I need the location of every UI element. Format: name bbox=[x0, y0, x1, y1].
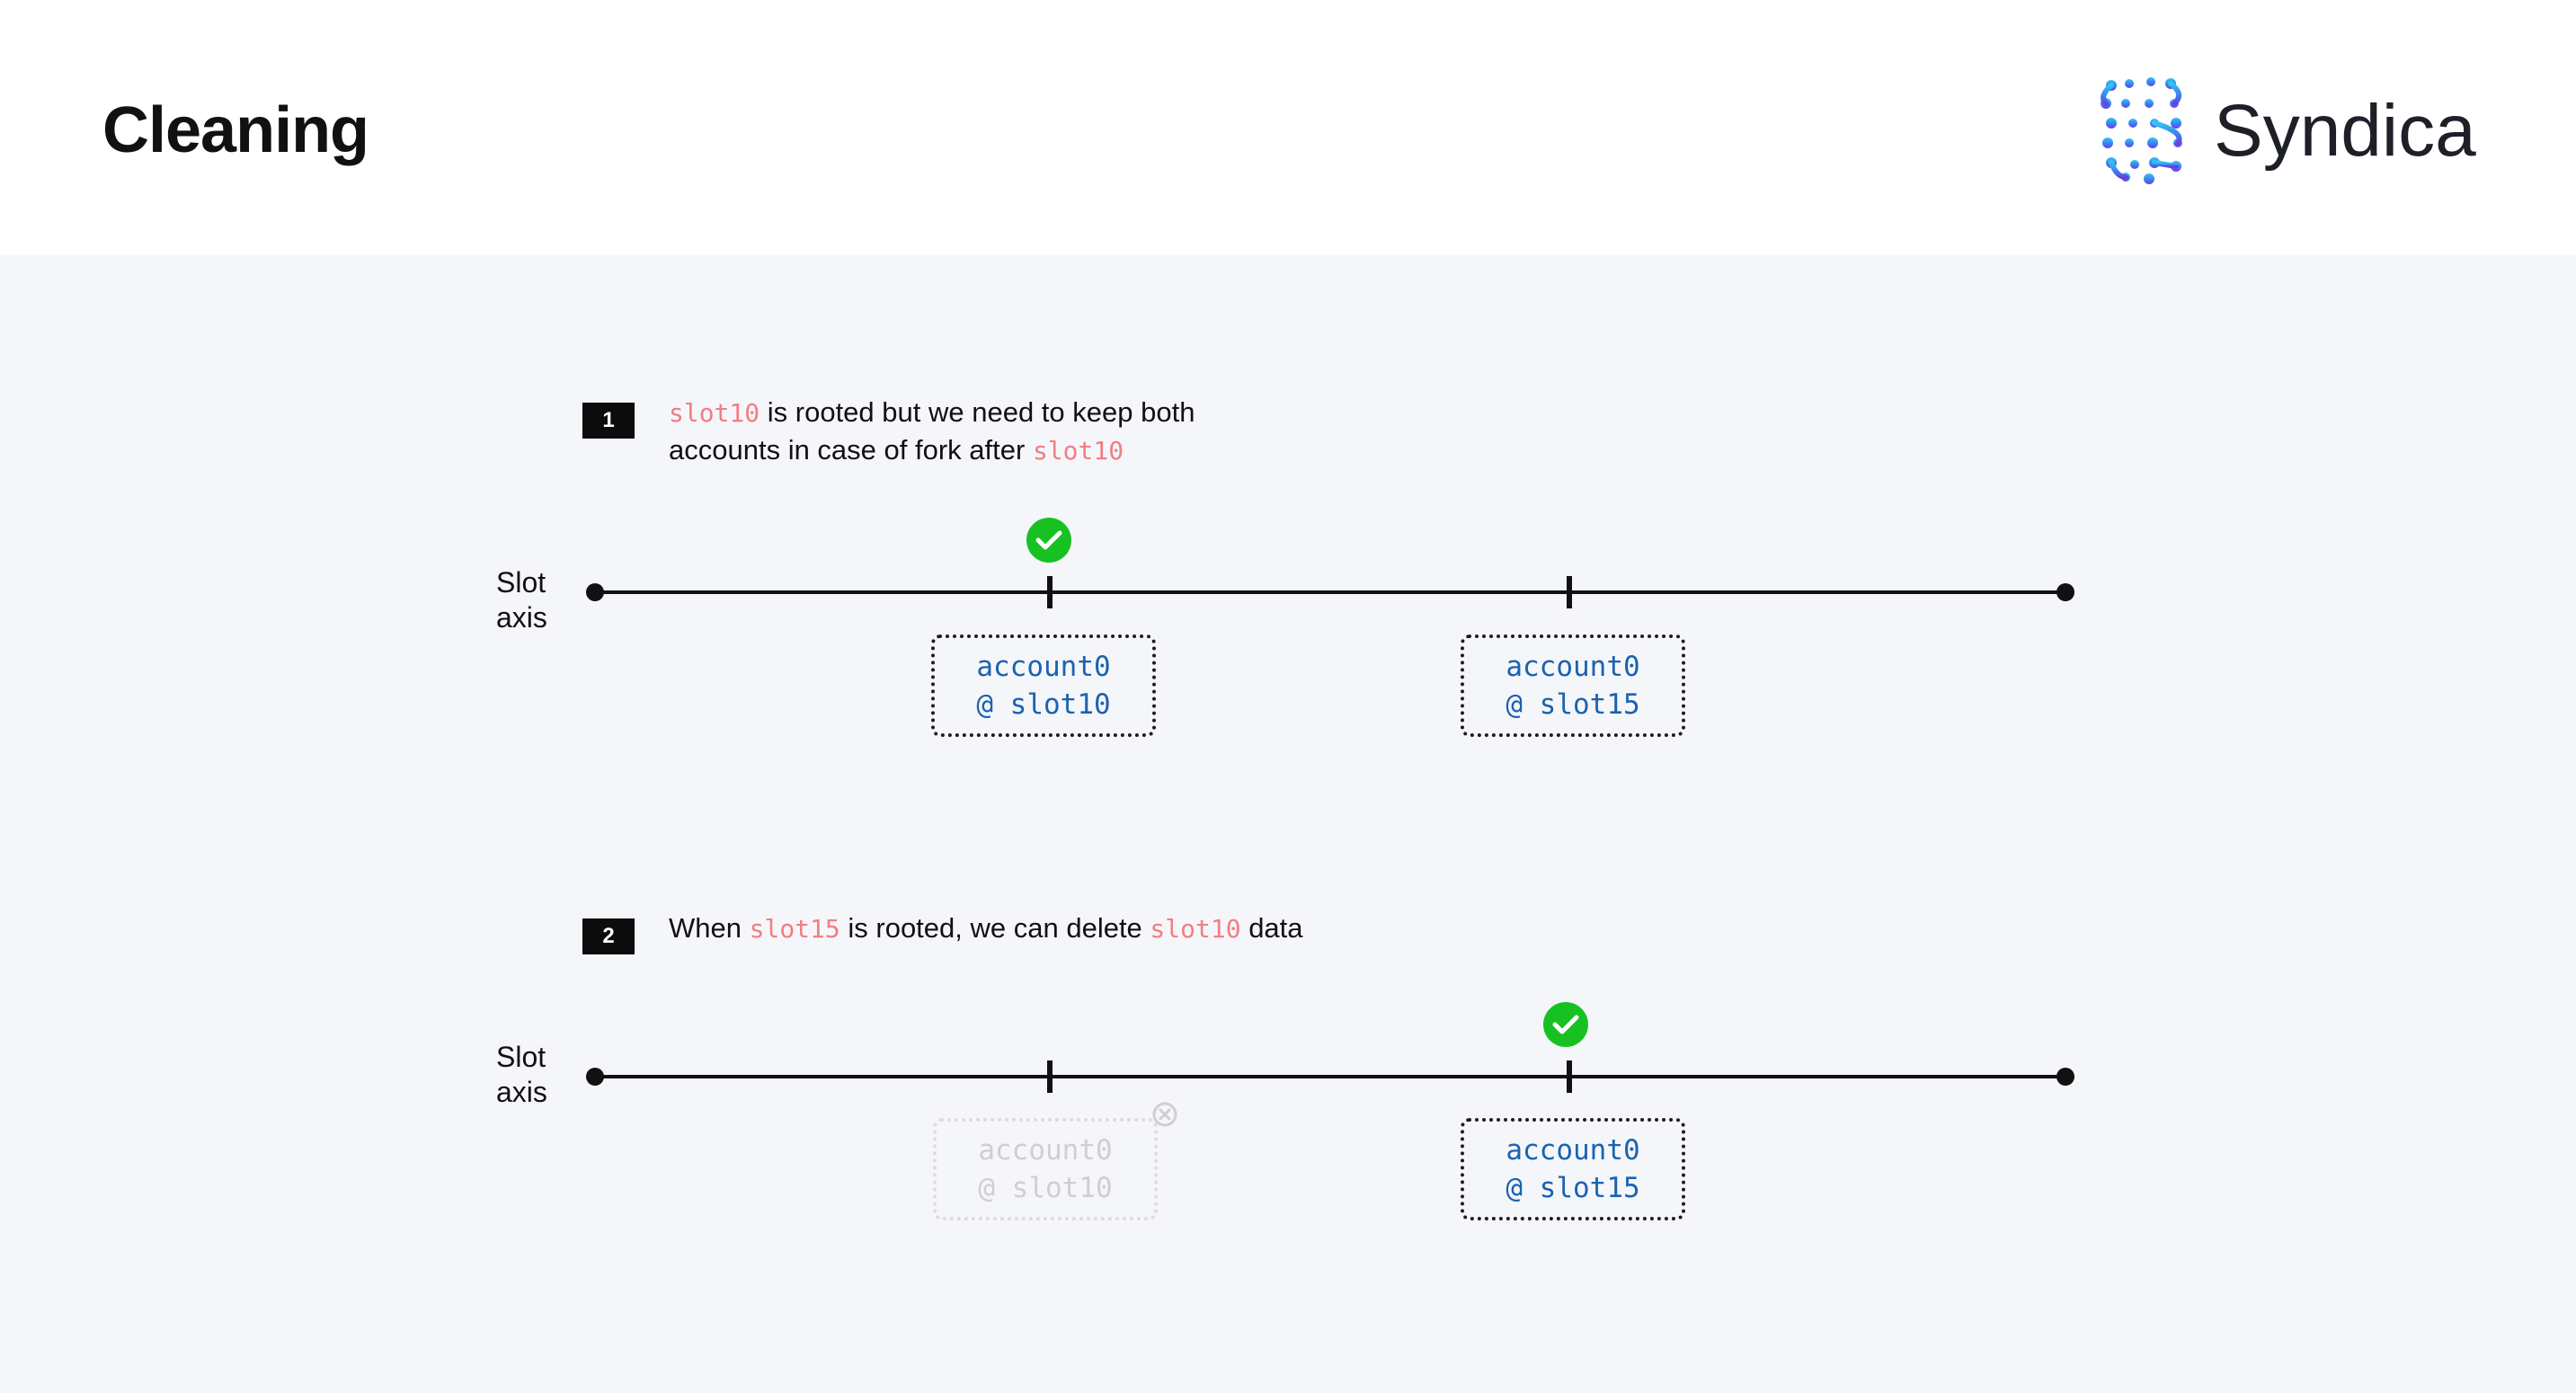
axis-end-dot bbox=[2056, 1068, 2074, 1086]
step-badge: 2 bbox=[582, 918, 635, 954]
axis-label-line: axis bbox=[496, 1076, 547, 1108]
account-slot: @ slot10 bbox=[978, 1172, 1113, 1204]
axis-start-dot bbox=[586, 1068, 604, 1086]
account-box-slot15: account0 @ slot15 bbox=[1461, 634, 1685, 737]
text-fragment: is rooted, we can delete bbox=[839, 912, 1150, 944]
step-text: slot10 is rooted but we need to keep bot… bbox=[669, 394, 1195, 469]
axis-label: Slot axis bbox=[496, 1040, 547, 1110]
code-slot: slot10 bbox=[1150, 914, 1241, 944]
syndica-logo: Syndica bbox=[2099, 76, 2494, 184]
account-box-slot15: account0 @ slot15 bbox=[1461, 1118, 1685, 1220]
page-title: Cleaning bbox=[102, 94, 369, 166]
axis-label: Slot axis bbox=[496, 565, 547, 635]
axis-end-dot bbox=[2056, 583, 2074, 601]
axis-label-line: Slot bbox=[496, 1041, 546, 1073]
account-slot: @ slot15 bbox=[1506, 1172, 1640, 1204]
text-fragment: is rooted but we need to keep both bbox=[759, 396, 1195, 428]
check-icon bbox=[1543, 1002, 1588, 1047]
axis-start-dot bbox=[586, 583, 604, 601]
axis-label-line: Slot bbox=[496, 566, 546, 599]
axis-label-line: axis bbox=[496, 601, 547, 634]
step-text: When slot15 is rooted, we can delete slo… bbox=[669, 909, 1303, 947]
code-slot: slot10 bbox=[1032, 436, 1124, 466]
text-fragment: accounts in case of fork after bbox=[669, 434, 1033, 466]
code-slot: slot15 bbox=[749, 914, 840, 944]
text-fragment: When bbox=[669, 912, 750, 944]
account-box-slot10: account0 @ slot10 bbox=[931, 634, 1156, 737]
text-fragment: data bbox=[1240, 912, 1303, 944]
header: Cleaning bbox=[0, 0, 2576, 255]
logo-text: Syndica bbox=[2214, 90, 2476, 172]
account-name: account0 bbox=[976, 651, 1111, 683]
account-slot: @ slot15 bbox=[1506, 688, 1640, 721]
account-name: account0 bbox=[1506, 1134, 1640, 1167]
step-2: 2 When slot15 is rooted, we can delete s… bbox=[582, 909, 1303, 954]
step-1: 1 slot10 is rooted but we need to keep b… bbox=[582, 394, 1195, 469]
account-box-slot10-deleted: account0 @ slot10 bbox=[933, 1118, 1158, 1220]
close-circle-icon bbox=[1152, 1102, 1177, 1127]
step-badge: 1 bbox=[582, 403, 635, 439]
check-icon bbox=[1026, 518, 1071, 563]
account-slot: @ slot10 bbox=[976, 688, 1111, 721]
account-name: account0 bbox=[1506, 651, 1640, 683]
code-slot: slot10 bbox=[669, 398, 760, 428]
account-name: account0 bbox=[978, 1134, 1113, 1167]
syndica-logo-icon bbox=[2101, 77, 2182, 184]
